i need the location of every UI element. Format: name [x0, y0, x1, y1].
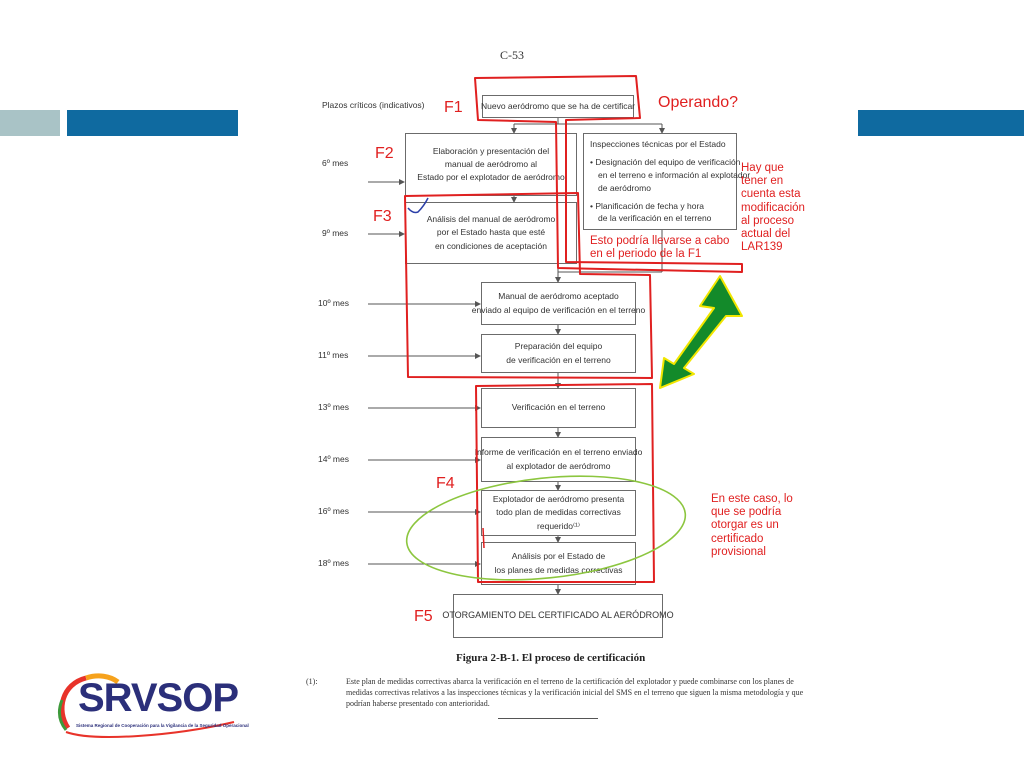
operando-note: Operando?	[658, 94, 739, 111]
box-new-aerodrome: Nuevo aeródromo que se ha de certificar	[481, 95, 635, 118]
month-label: 18º mes	[318, 558, 349, 568]
box-corrective-plan: Explotador de aeródromo presenta todo pl…	[481, 490, 636, 536]
page-label: C-53	[500, 48, 524, 62]
box-verification-report: Informe de verificación en el terreno en…	[475, 437, 642, 482]
phase-label-f4: F4	[436, 475, 455, 492]
month-label: 11º mes	[318, 350, 349, 360]
month-label: 6º mes	[322, 158, 349, 168]
box-manual-accepted: Manual de aeródromo aceptado enviado al …	[472, 282, 645, 325]
box-certificate-granted: OTORGAMIENTO DEL CERTIFICADO AL AERÓDROM…	[442, 594, 674, 638]
provisional-certificate-note: En este caso, lo que se podría otorgar e…	[711, 493, 793, 558]
phase-label-f2: F2	[375, 145, 394, 162]
box-manual-analysis: Análisis del manual de aeródromo por el …	[405, 202, 577, 264]
box-field-verification: Verificación en el terreno	[481, 388, 636, 428]
critical-times-header: Plazos críticos (indicativos)	[322, 100, 425, 110]
box-plan-analysis: Análisis por el Estado de los planes de …	[481, 542, 636, 585]
phase-label-f5: F5	[414, 608, 433, 625]
blue-check-mark	[407, 197, 429, 214]
logo-subtitle: Sistema Regional de Cooperación para la …	[76, 723, 249, 728]
header-bar-light	[0, 110, 60, 136]
box-technical-inspections: Inspecciones técnicas por el Estado • De…	[583, 133, 750, 230]
green-double-arrow	[659, 275, 743, 389]
footnote: (1): Este plan de medidas correctivas ab…	[306, 677, 804, 709]
header-bar-dark-right	[858, 110, 1024, 136]
figure-caption: Figura 2-B-1. El proceso de certificació…	[456, 652, 646, 664]
header-bar-dark-left	[67, 110, 238, 136]
srvsop-logo	[57, 673, 235, 738]
f1-period-note: Esto podría llevarse a cabo en el period…	[590, 235, 730, 261]
box-team-preparation: Preparación del equipo de verificación e…	[481, 334, 636, 373]
green-ellipse	[405, 475, 687, 581]
month-label: 9º mes	[322, 228, 349, 238]
lar-modification-note: Hay que tener en cuenta esta modificació…	[741, 162, 805, 254]
red-phase-outlines	[404, 75, 743, 583]
month-label: 10º mes	[318, 298, 349, 308]
month-label: 16º mes	[318, 506, 349, 516]
logo-wordmark: SRVSOP	[78, 676, 239, 720]
phase-label-f3: F3	[373, 208, 392, 225]
month-label: 14º mes	[318, 454, 349, 464]
month-label: 13º mes	[318, 402, 349, 412]
phase-label-f1: F1	[444, 99, 463, 116]
box-manual-preparation: Elaboración y presentación del manual de…	[405, 133, 577, 196]
footnote-rule	[498, 718, 598, 719]
